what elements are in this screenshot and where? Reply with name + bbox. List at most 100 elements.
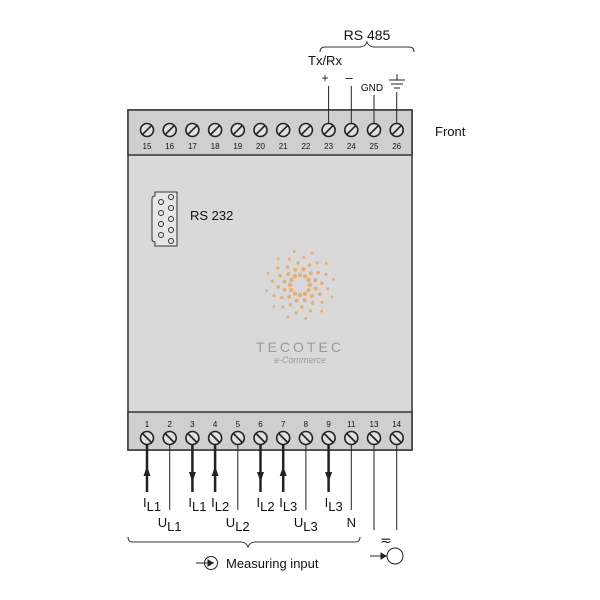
- screw-slot: [187, 432, 198, 444]
- terminal-17[interactable]: [185, 122, 200, 138]
- terminal-14[interactable]: [389, 430, 405, 446]
- screw-slot: [278, 432, 289, 444]
- terminal-number: 9: [326, 420, 331, 429]
- logo-dot: [287, 294, 292, 299]
- aux-supply-icon: [370, 547, 404, 565]
- terminal-number: 1: [145, 420, 150, 429]
- terminal-26[interactable]: [389, 122, 405, 138]
- arrow-up-icon: [211, 466, 219, 476]
- screw-slot: [255, 124, 266, 136]
- screw-slot: [346, 124, 357, 136]
- screw-slot: [255, 432, 266, 444]
- screw-slot: [187, 124, 198, 136]
- logo-dot: [307, 282, 313, 288]
- bottom-terminal-strip: [127, 411, 413, 451]
- terminal-2[interactable]: [162, 430, 177, 446]
- measuring-input-label: Measuring input: [226, 556, 319, 571]
- screw-slot: [232, 124, 243, 136]
- terminal-number: 4: [213, 420, 218, 429]
- terminal-13[interactable]: [366, 430, 382, 446]
- arrow-down-icon: [325, 472, 333, 482]
- gnd-label: GND: [361, 83, 383, 94]
- logo-dot: [288, 303, 293, 307]
- wires: [143, 86, 398, 530]
- logo-dot: [320, 309, 324, 313]
- terminal-4[interactable]: [207, 430, 223, 446]
- minus-label: –: [345, 70, 353, 85]
- terminal-number: 18: [211, 142, 220, 151]
- rs232-label: RS 232: [190, 208, 233, 223]
- terminal-19[interactable]: [230, 122, 246, 138]
- logo-dot: [297, 292, 303, 298]
- logo-dot: [315, 261, 319, 265]
- voltage-label-l2: UL2: [226, 515, 250, 534]
- logo-dot: [320, 300, 324, 304]
- terminal-number: 5: [236, 420, 241, 429]
- terminal-24[interactable]: [343, 122, 359, 138]
- logo-dot: [289, 277, 294, 283]
- terminal-5[interactable]: [230, 430, 246, 446]
- logo-tagline: e-Commerce: [274, 355, 326, 365]
- terminal-number: 8: [304, 420, 309, 429]
- logo-dot: [307, 263, 312, 267]
- logo-dot: [293, 267, 298, 272]
- logo-dot: [281, 305, 285, 309]
- terminal-3[interactable]: [185, 430, 200, 446]
- terminal-20[interactable]: [253, 122, 268, 138]
- terminal-number: 14: [392, 420, 401, 429]
- logo-dot: [266, 271, 270, 275]
- terminal-number: 16: [165, 142, 174, 151]
- terminal-number: 2: [167, 420, 172, 429]
- terminal-16[interactable]: [162, 122, 177, 138]
- terminal-6[interactable]: [253, 430, 268, 446]
- logo-dot: [292, 291, 298, 296]
- terminal-number: 26: [392, 142, 401, 151]
- terminal-22[interactable]: [298, 122, 314, 138]
- terminal-9[interactable]: [321, 430, 336, 446]
- logo-dot: [286, 272, 291, 277]
- terminal-18[interactable]: [207, 122, 223, 138]
- terminal-number: 6: [258, 420, 263, 429]
- logo-dot: [278, 273, 282, 278]
- logo-dot: [292, 274, 298, 279]
- rs485-label: RS 485: [344, 27, 391, 43]
- terminal-11[interactable]: [343, 430, 359, 446]
- screw-slot: [232, 432, 243, 444]
- logo-dot: [294, 298, 299, 303]
- screw-slot: [391, 432, 402, 444]
- logo-dot: [324, 272, 328, 277]
- terminal-21[interactable]: [275, 122, 291, 138]
- screw-slot: [164, 432, 175, 444]
- terminal-7[interactable]: [275, 430, 291, 446]
- logo-dot: [302, 274, 308, 279]
- voltage-label-n: N: [347, 515, 356, 530]
- logo-dot: [326, 287, 330, 291]
- terminal-8[interactable]: [298, 430, 314, 446]
- logo-dot: [282, 287, 287, 292]
- logo-dot: [285, 265, 290, 269]
- logo-dot: [332, 277, 335, 281]
- logo-dot: [294, 311, 298, 315]
- current-label-l2: IL2: [257, 495, 275, 514]
- screw-slot: [346, 432, 357, 444]
- terminal-number: 23: [324, 142, 333, 151]
- terminal-1[interactable]: [139, 430, 155, 446]
- logo-dot: [308, 309, 313, 313]
- screw-slot: [391, 124, 402, 136]
- logo-dot: [324, 261, 328, 265]
- terminal-15[interactable]: [139, 122, 155, 138]
- terminal-23[interactable]: [321, 122, 336, 138]
- logo-dot: [302, 298, 307, 303]
- logo-dot: [316, 270, 320, 275]
- screw-slot: [141, 432, 153, 444]
- terminal-number: 13: [370, 420, 379, 429]
- terminal-number: 21: [279, 142, 288, 151]
- logo-dot: [265, 289, 268, 293]
- screw-slot: [323, 432, 334, 444]
- terminal-25[interactable]: [366, 122, 382, 138]
- rs232-connector-icon: [151, 191, 178, 247]
- current-label-l1: IL1: [143, 495, 161, 514]
- measuring-input-icon: [196, 556, 218, 570]
